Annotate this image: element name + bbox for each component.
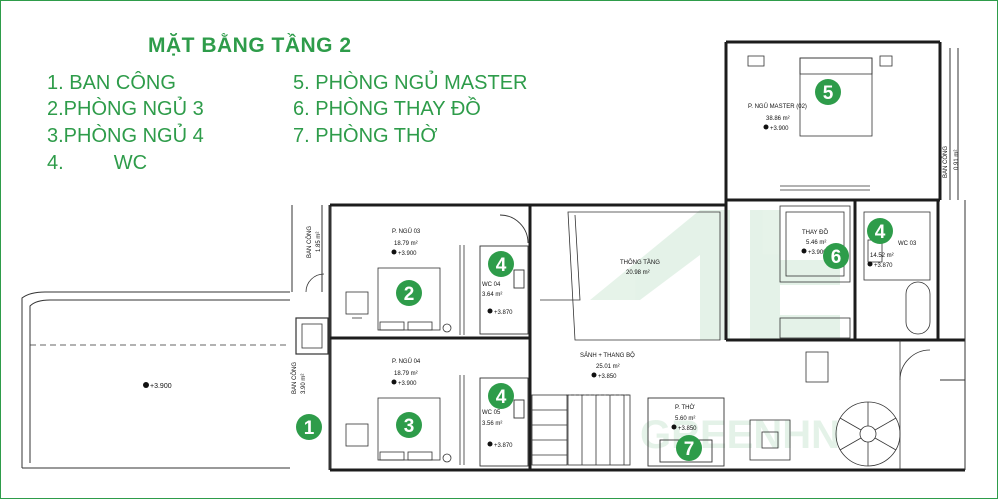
dressing-level: +3.900 — [808, 250, 827, 256]
badges: 1 2 3 4 4 4 5 6 7 — [296, 79, 893, 461]
badge-6: 6 — [823, 243, 849, 269]
bedroom-4-name: P. NGỦ 04 — [392, 358, 421, 365]
legend-item-dressing: 6. PHÒNG THAY ĐỒ — [293, 98, 481, 120]
top-balcony-area: 1.85 m² — [316, 232, 322, 252]
right-balcony-name: BAN CÔNG — [942, 146, 949, 178]
badge-4-wc04: 4 — [488, 251, 514, 277]
balcony-level: +3.900 — [150, 383, 172, 390]
svg-text:4: 4 — [496, 255, 507, 276]
badge-2: 2 — [396, 280, 422, 306]
spiral-stair — [749, 401, 901, 467]
outer-walls — [330, 40, 965, 472]
bedroom-4-level: +3.900 — [398, 381, 417, 387]
altar-area: 5.60 m² — [675, 416, 695, 422]
badge-1: 1 — [296, 414, 322, 440]
altar-name: P. THỜ — [675, 404, 695, 411]
wc03-area: 14.52 m² — [870, 253, 894, 259]
wc05-level: +3.870 — [494, 443, 513, 449]
left-balcony — [21, 291, 290, 469]
bedroom-3-name: P. NGỦ 03 — [392, 228, 421, 235]
wc04-area: 3.64 m² — [482, 292, 502, 298]
svg-text:1: 1 — [304, 418, 315, 439]
level-markers — [391, 124, 873, 447]
bedroom-3-area: 18.79 m² — [394, 241, 418, 247]
room-labels: P. NGỦ 03 18.79 m² +3.900 P. NGỦ 04 18.7… — [291, 103, 960, 449]
top-balcony-name: BAN CÔNG — [306, 226, 313, 258]
hall-level: +3.850 — [598, 374, 617, 380]
altar-level: +3.850 — [678, 426, 697, 432]
left-balcony-area: 3.90 m² — [301, 374, 307, 394]
svg-text:7: 7 — [684, 439, 695, 460]
badge-5: 5 — [815, 79, 841, 105]
wc04-name: WC 04 — [482, 282, 501, 288]
legend-title: MẶT BẰNG TẦNG 2 — [148, 34, 352, 57]
master-furniture — [747, 55, 893, 191]
master-level: +3.900 — [770, 126, 789, 132]
badge-4-wc05: 4 — [488, 383, 514, 409]
svg-text:3: 3 — [404, 416, 415, 437]
svg-text:5: 5 — [823, 83, 834, 104]
legend-item-master: 5. PHÒNG NGỦ MASTER — [293, 72, 528, 94]
badge-3: 3 — [396, 412, 422, 438]
wc05-name: WC 05 — [482, 410, 501, 416]
hall-area: 25.01 m² — [596, 364, 620, 370]
left-balcony-name: BAN CÔNG — [291, 362, 298, 394]
watermark-text: GREENHN — [640, 413, 840, 457]
svg-text:2: 2 — [404, 284, 415, 305]
legend-item-bedroom-4: 3.PHÒNG NGỦ 4 — [47, 125, 204, 147]
void-area: 20.98 m² — [626, 270, 650, 276]
master-area: 38.86 m² — [766, 116, 790, 122]
badge-7: 7 — [676, 435, 702, 461]
wc04-level: +3.870 — [494, 310, 513, 316]
wc03-name: WC 03 — [898, 241, 917, 247]
dressing-wc03 — [779, 205, 931, 470]
wc05-area: 3.56 m² — [482, 421, 502, 427]
dressing-area: 5.46 m² — [806, 240, 826, 246]
legend-item-balcony: 1. BAN CÔNG — [47, 72, 176, 94]
legend-item-altar: 7. PHÒNG THỜ — [293, 125, 438, 147]
master-name: P. NGỦ MASTER (02) — [748, 103, 807, 110]
bedroom-4-furniture — [345, 375, 465, 465]
wc-04-05-walls — [479, 214, 529, 467]
watermark-logo: GREENHN — [590, 210, 840, 457]
wc03-level: +3.870 — [874, 263, 893, 269]
bedroom-4-area: 18.79 m² — [394, 371, 418, 377]
legend-item-wc: 4. WC — [47, 152, 148, 174]
right-balcony — [940, 48, 966, 470]
stairs — [531, 211, 721, 466]
dressing-name: THAY ĐỒ — [802, 229, 828, 236]
void-name: THÔNG TẦNG — [620, 259, 660, 266]
right-balcony-area: 0.91 m² — [954, 150, 960, 170]
svg-text:4: 4 — [496, 387, 507, 408]
svg-text:4: 4 — [875, 222, 886, 243]
bedroom-3-level: +3.900 — [398, 251, 417, 257]
svg-text:6: 6 — [831, 247, 842, 268]
hall-name: SẢNH + THANG BỘ — [580, 352, 635, 359]
legend-item-bedroom-3: 2.PHÒNG NGỦ 3 — [47, 98, 204, 120]
bedroom-3-furniture — [345, 245, 465, 335]
badge-4-wc03: 4 — [867, 218, 893, 244]
